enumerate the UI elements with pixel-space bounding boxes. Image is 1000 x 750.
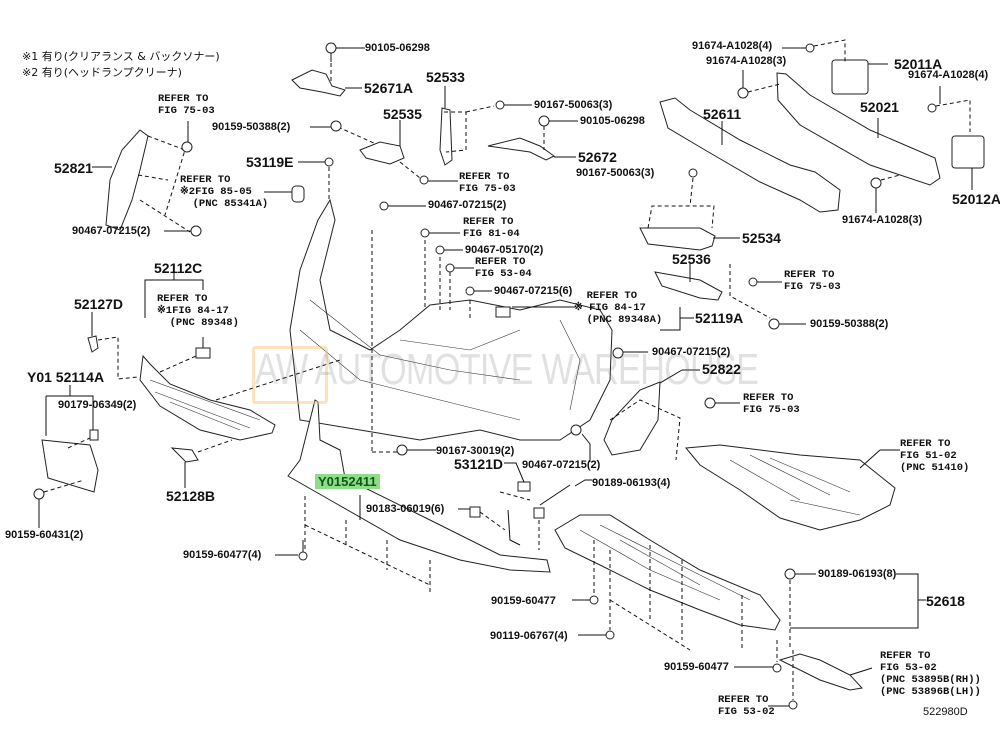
absorber-52611 bbox=[659, 97, 841, 213]
clips-center bbox=[379, 201, 575, 308]
part-label[interactable]: Y01 52114A bbox=[27, 369, 105, 385]
refer-to-fig-81-04[interactable]: REFER TO FIG 81-04 bbox=[463, 216, 520, 240]
clip-52128B bbox=[170, 439, 233, 488]
part-label[interactable]: 90119-06767(4) bbox=[490, 630, 568, 642]
bracket-52535 bbox=[310, 120, 458, 185]
part-label[interactable]: 53119E bbox=[246, 154, 294, 170]
license-bracket-52114A bbox=[33, 385, 99, 528]
part-label[interactable]: 52128B bbox=[166, 488, 216, 504]
bracket-52534 bbox=[639, 168, 740, 251]
part-label[interactable]: 52127D bbox=[74, 296, 124, 312]
part-label[interactable]: 90159-60477(4) bbox=[183, 549, 262, 561]
part-label[interactable]: 90167-50063(3) bbox=[576, 167, 655, 179]
part-label[interactable]: 90105-06298 bbox=[365, 42, 430, 54]
part-label[interactable]: 90183-06019(6) bbox=[366, 503, 445, 515]
bracket-52119A-bracket bbox=[660, 307, 694, 331]
part-label[interactable]: 90159-60477 bbox=[664, 661, 729, 673]
part-label-highlighted[interactable]: Y0152411 bbox=[315, 474, 380, 489]
liner-52822 bbox=[603, 347, 740, 461]
refer-to-fig-85-05[interactable]: REFER TO ※2FIG 85-05 (PNC 85341A) bbox=[180, 174, 269, 210]
part-label[interactable]: 52012A bbox=[952, 191, 1000, 207]
part-label[interactable]: 90467-07215(2) bbox=[652, 346, 731, 358]
refer-to-fig-51-02[interactable]: REFER TO FIG 51-02 (PNC 51410) bbox=[900, 438, 970, 474]
bracket-52672 bbox=[487, 115, 578, 161]
part-label[interactable]: 52611 bbox=[703, 106, 742, 122]
bracket-52533 bbox=[439, 86, 532, 166]
part-label[interactable]: 53121D bbox=[454, 456, 504, 472]
part-label[interactable]: 52533 bbox=[426, 69, 465, 85]
part-label[interactable]: 90167-50063(3) bbox=[534, 99, 613, 111]
clips-lower-center bbox=[372, 424, 591, 501]
clip-52127D bbox=[87, 312, 139, 380]
support-52011A bbox=[782, 39, 888, 95]
grille-52112C bbox=[139, 270, 341, 441]
part-label[interactable]: 91674-A1028(4) bbox=[692, 40, 773, 52]
part-label[interactable]: 52672 bbox=[578, 149, 617, 165]
bolt-53119E bbox=[264, 157, 334, 220]
part-label[interactable]: 90159-50388(2) bbox=[810, 318, 889, 330]
part-label[interactable]: 52536 bbox=[672, 251, 711, 267]
part-label[interactable]: 90179-06349(2) bbox=[58, 399, 137, 411]
note-1: ※1 有り(クリアランス & バックソナー) bbox=[22, 50, 220, 63]
refer-to-fig-84-17[interactable]: REFER TO ※1FIG 84-17 (PNC 89348) bbox=[157, 293, 239, 329]
under-cover-51410 bbox=[685, 444, 900, 531]
refer-to-fig-75-03[interactable]: REFER TO FIG 75-03 bbox=[158, 93, 215, 117]
reinforcement-52021 bbox=[737, 70, 941, 213]
part-label[interactable]: 90467-07215(2) bbox=[72, 225, 151, 237]
part-label[interactable]: 90467-05170(2) bbox=[465, 244, 544, 256]
part-label[interactable]: 90467-07215(2) bbox=[428, 199, 507, 211]
part-label[interactable]: 91674-A1028(3) bbox=[842, 214, 923, 226]
refer-to-fig-75-03[interactable]: REFER TO FIG 75-03 bbox=[743, 392, 800, 416]
part-label[interactable]: 52671A bbox=[364, 80, 414, 96]
part-label[interactable]: 52535 bbox=[383, 106, 422, 122]
bolt-90105-06298 bbox=[325, 42, 365, 62]
part-label[interactable]: 90189-06193(4) bbox=[592, 477, 671, 489]
part-label[interactable]: 90467-07215(6) bbox=[494, 285, 573, 297]
part-label[interactable]: 90189-06193(8) bbox=[818, 568, 897, 580]
part-label[interactable]: 52011A bbox=[894, 56, 943, 72]
liner-52821 bbox=[92, 121, 202, 237]
bumper-cover bbox=[289, 198, 613, 452]
support-52012A bbox=[927, 86, 985, 190]
lower-cover-52618 bbox=[533, 479, 926, 651]
part-label[interactable]: 52822 bbox=[702, 361, 741, 377]
note-2: ※2 有り(ヘッドランプクリーナ) bbox=[22, 66, 182, 79]
part-label[interactable]: 52119A bbox=[695, 310, 744, 326]
part-label[interactable]: 90159-50388(2) bbox=[212, 121, 291, 133]
refer-to-fig-75-03[interactable]: REFER TO FIG 75-03 bbox=[784, 269, 841, 293]
part-label[interactable]: 90105-06298 bbox=[580, 115, 645, 127]
refer-to-fig-84-17[interactable]: REFER TO ※ FIG 84-17 (PNC 89348A) bbox=[574, 290, 663, 326]
part-label[interactable]: 52112C bbox=[154, 260, 203, 276]
bracket-52536 bbox=[654, 262, 806, 330]
part-label[interactable]: 52021 bbox=[860, 99, 899, 115]
part-label[interactable]: 91674-A1028(4) bbox=[908, 69, 989, 81]
refer-to-fig-53-02[interactable]: REFER TO FIG 53-02 bbox=[718, 694, 775, 718]
figure-code: 522980D bbox=[923, 706, 968, 718]
part-label[interactable]: 90159-60431(2) bbox=[5, 529, 84, 541]
part-label[interactable]: 52534 bbox=[742, 230, 781, 246]
refer-to-fig-53-04[interactable]: REFER TO FIG 53-04 bbox=[475, 256, 532, 280]
part-label[interactable]: 90159-60477 bbox=[491, 595, 556, 607]
part-label[interactable]: 91674-A1028(3) bbox=[706, 55, 787, 67]
bracket-52671A bbox=[291, 63, 362, 97]
part-label[interactable]: 90167-30019(2) bbox=[436, 445, 515, 457]
refer-to-fig-53-02[interactable]: REFER TO FIG 53-02 (PNC 53895B(RH)) (PNC… bbox=[880, 650, 981, 698]
part-label[interactable]: 52821 bbox=[54, 160, 93, 176]
part-label[interactable]: 90467-07215(2) bbox=[522, 459, 601, 471]
side-splash-53895B bbox=[734, 640, 873, 710]
refer-to-fig-75-03[interactable]: REFER TO FIG 75-03 bbox=[459, 171, 516, 195]
part-label[interactable]: 52618 bbox=[926, 593, 965, 609]
